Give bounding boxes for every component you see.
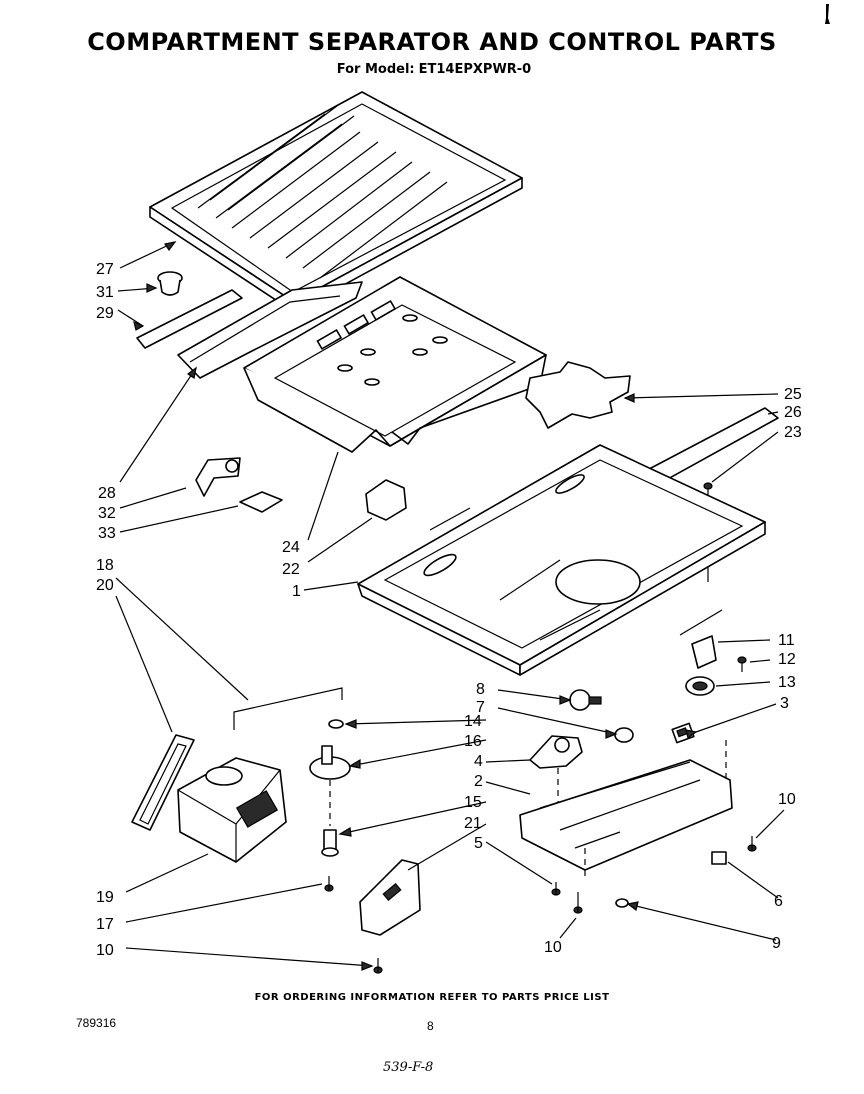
part-19-fan-housing	[177, 757, 287, 863]
model-number: ET14EPXPWR-0	[418, 62, 532, 77]
part-24-separator-tray	[243, 276, 547, 453]
part-10-screw-a	[373, 958, 383, 974]
handwritten-note: 539-F-8	[383, 1060, 434, 1075]
model-prefix: For Model:	[336, 62, 415, 77]
page-number: 8	[427, 1019, 434, 1033]
part-17-screw	[324, 876, 334, 892]
callout-24: 24	[282, 539, 300, 556]
leader-lines	[115, 241, 785, 967]
part-31-grommet	[157, 271, 183, 296]
part-20-gasket	[131, 734, 195, 831]
part-2-control-housing	[519, 759, 733, 880]
part-5-screw	[551, 882, 561, 896]
callout-23: 23	[784, 424, 802, 441]
callout-11: 11	[778, 632, 795, 649]
ordering-note: FOR ORDERING INFORMATION REFER TO PARTS …	[254, 992, 610, 1003]
callout-21: 21	[464, 815, 482, 832]
callout-13: 13	[778, 674, 796, 691]
part-14-nut	[328, 719, 344, 729]
callout-2: 2	[474, 773, 483, 790]
callout-3: 3	[780, 695, 789, 712]
callout-17: 17	[96, 916, 114, 933]
part-12-screw	[737, 656, 747, 672]
callout-8: 8	[476, 681, 485, 698]
model-line: For Model:ET14EPXPWR-0	[0, 62, 864, 77]
part-10-screw-c	[747, 836, 757, 852]
corner-mark-icon	[825, 4, 830, 24]
part-28-rail	[177, 281, 363, 379]
callout-26: 26	[784, 404, 802, 421]
callout-9: 9	[772, 935, 781, 952]
part-25-baffle	[525, 361, 631, 429]
callout-14: 14	[464, 713, 482, 730]
callout-28: 28	[98, 485, 116, 502]
callout-4: 4	[474, 753, 483, 770]
callout-19: 19	[96, 889, 114, 906]
part-29-strip	[136, 289, 243, 349]
leader-arrows	[133, 241, 698, 971]
callout-1: 1	[292, 583, 301, 600]
part-6-connector	[711, 851, 727, 865]
part-32-clip	[195, 457, 241, 497]
callout-10-right: 10	[778, 791, 796, 808]
part-21-bracket	[359, 859, 421, 936]
callout-27: 27	[96, 261, 114, 278]
callout-16: 16	[464, 733, 482, 750]
part-9-nut	[615, 898, 629, 908]
callout-labels: 27 31 29 28 32 33 24 22 1 25 26 23 18 20…	[96, 261, 802, 959]
callout-18: 18	[96, 557, 114, 574]
callout-32: 32	[98, 505, 116, 522]
callout-5: 5	[474, 835, 483, 852]
callout-6: 6	[774, 893, 783, 910]
callout-15: 15	[464, 794, 482, 811]
callout-10-middle: 10	[544, 939, 562, 956]
callout-31: 31	[96, 284, 114, 301]
callout-20: 20	[96, 577, 114, 594]
callout-25: 25	[784, 386, 802, 403]
part-15-shaft	[321, 829, 339, 857]
callout-22: 22	[282, 561, 300, 578]
part-4-lamp-bracket	[529, 735, 583, 806]
callout-29: 29	[96, 305, 114, 322]
callout-33: 33	[98, 525, 116, 542]
part-10-screw-b	[573, 892, 583, 914]
part-16-knob	[309, 745, 351, 780]
part-18-wire	[233, 687, 343, 730]
part-22-knob-cap	[365, 479, 407, 521]
part-13-gear-knob	[685, 676, 715, 696]
document-number: 789316	[76, 1016, 117, 1030]
part-1-separator-cover	[357, 444, 766, 676]
part-33-bracket	[239, 491, 283, 513]
part-8-light-bulb	[569, 689, 602, 711]
page-title: COMPARTMENT SEPARATOR AND CONTROL PARTS	[87, 28, 777, 56]
callout-12: 12	[778, 651, 796, 668]
part-27-vented-shelf	[149, 91, 523, 313]
callout-7: 7	[476, 699, 485, 716]
callout-10-left: 10	[96, 942, 114, 959]
part-11-bracket	[679, 609, 723, 669]
part-7-socket	[614, 727, 634, 743]
